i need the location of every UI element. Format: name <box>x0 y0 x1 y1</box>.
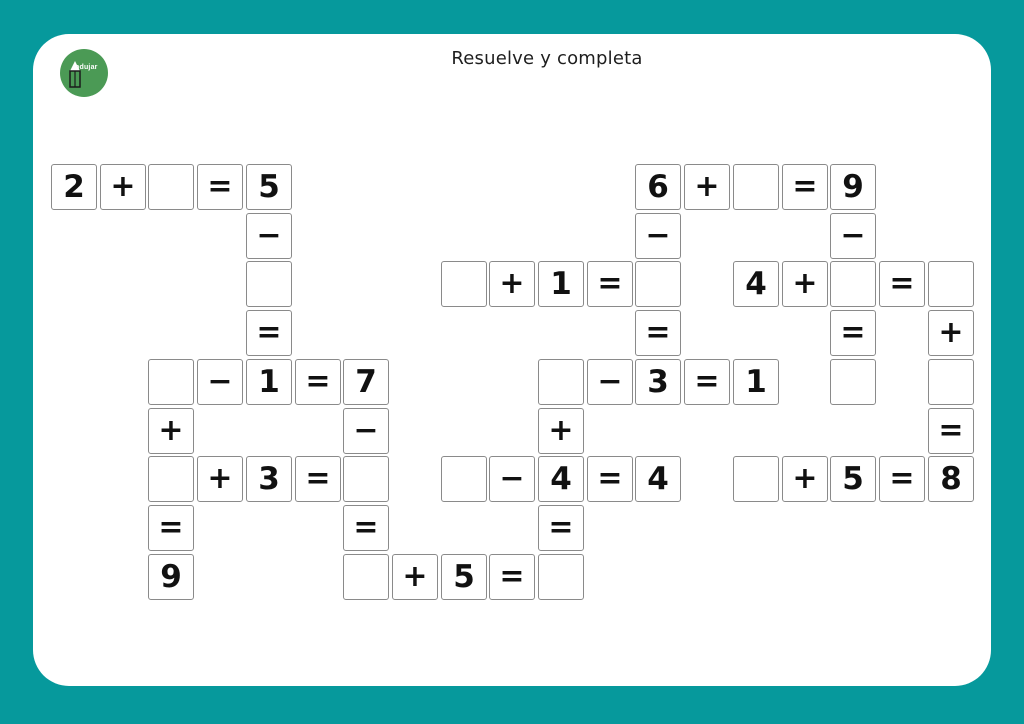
plus-sign-cell: + <box>489 261 535 307</box>
plus-sign-cell: + <box>148 408 194 454</box>
plus-sign-cell: + <box>928 310 974 356</box>
equals-sign-cell: = <box>879 261 925 307</box>
equals-sign-cell: = <box>928 408 974 454</box>
number-cell: 4 <box>538 456 584 502</box>
number-cell: 5 <box>441 554 487 600</box>
number-cell: 5 <box>246 164 292 210</box>
minus-sign-cell: − <box>830 213 876 259</box>
answer-box[interactable] <box>343 554 389 600</box>
minus-sign-cell: − <box>343 408 389 454</box>
logo-text: ndujar <box>75 64 98 71</box>
answer-box[interactable] <box>928 359 974 405</box>
number-cell: 1 <box>733 359 779 405</box>
number-cell: 6 <box>635 164 681 210</box>
minus-sign-cell: − <box>246 213 292 259</box>
answer-box[interactable] <box>538 359 584 405</box>
plus-sign-cell: + <box>782 456 828 502</box>
answer-box[interactable] <box>635 261 681 307</box>
minus-sign-cell: − <box>197 359 243 405</box>
plus-sign-cell: + <box>197 456 243 502</box>
number-cell: 9 <box>148 554 194 600</box>
logo: ndujar <box>60 49 108 97</box>
minus-sign-cell: − <box>489 456 535 502</box>
equals-sign-cell: = <box>782 164 828 210</box>
answer-box[interactable] <box>441 261 487 307</box>
answer-box[interactable] <box>343 456 389 502</box>
equals-sign-cell: = <box>343 505 389 551</box>
answer-box[interactable] <box>148 164 194 210</box>
answer-box[interactable] <box>538 554 584 600</box>
number-cell: 1 <box>246 359 292 405</box>
answer-box[interactable] <box>830 261 876 307</box>
number-cell: 9 <box>830 164 876 210</box>
pencil-icon <box>69 61 81 88</box>
answer-box[interactable] <box>733 164 779 210</box>
number-cell: 8 <box>928 456 974 502</box>
plus-sign-cell: + <box>684 164 730 210</box>
number-cell: 7 <box>343 359 389 405</box>
answer-box[interactable] <box>148 456 194 502</box>
equals-sign-cell: = <box>879 456 925 502</box>
number-cell: 4 <box>733 261 779 307</box>
equals-sign-cell: = <box>295 456 341 502</box>
equals-sign-cell: = <box>246 310 292 356</box>
number-cell: 3 <box>635 359 681 405</box>
plus-sign-cell: + <box>538 408 584 454</box>
number-cell: 2 <box>51 164 97 210</box>
plus-sign-cell: + <box>100 164 146 210</box>
number-cell: 4 <box>635 456 681 502</box>
answer-box[interactable] <box>733 456 779 502</box>
plus-sign-cell: + <box>782 261 828 307</box>
number-cell: 1 <box>538 261 584 307</box>
equals-sign-cell: = <box>587 261 633 307</box>
answer-box[interactable] <box>441 456 487 502</box>
minus-sign-cell: − <box>587 359 633 405</box>
answer-box[interactable] <box>148 359 194 405</box>
equals-sign-cell: = <box>148 505 194 551</box>
equals-sign-cell: = <box>635 310 681 356</box>
answer-box[interactable] <box>928 261 974 307</box>
equals-sign-cell: = <box>197 164 243 210</box>
equals-sign-cell: = <box>489 554 535 600</box>
number-cell: 3 <box>246 456 292 502</box>
number-cell: 5 <box>830 456 876 502</box>
equals-sign-cell: = <box>538 505 584 551</box>
equals-sign-cell: = <box>830 310 876 356</box>
equals-sign-cell: = <box>295 359 341 405</box>
minus-sign-cell: − <box>635 213 681 259</box>
page-title: Resuelve y completa <box>451 48 643 69</box>
answer-box[interactable] <box>246 261 292 307</box>
answer-box[interactable] <box>830 359 876 405</box>
equals-sign-cell: = <box>587 456 633 502</box>
plus-sign-cell: + <box>392 554 438 600</box>
equals-sign-cell: = <box>684 359 730 405</box>
